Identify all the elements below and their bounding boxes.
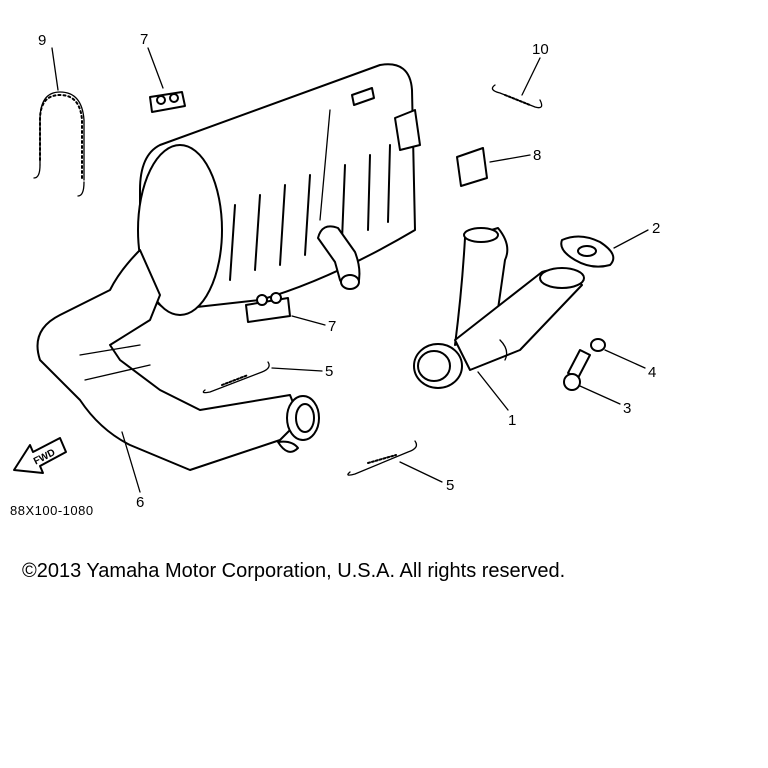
- leader-line: [291, 315, 326, 326]
- callout-5-bottom: 5: [446, 477, 454, 494]
- leader-line: [489, 154, 531, 163]
- muffler-fins: [229, 144, 391, 281]
- callout-3: 3: [623, 400, 631, 417]
- fwd-arrow-icon: FWD: [13, 437, 67, 474]
- leader-line: [613, 229, 649, 249]
- washer-part[interactable]: [590, 338, 606, 352]
- leader-line: [51, 47, 59, 91]
- leader-line: [477, 371, 509, 411]
- callout-9: 9: [38, 32, 46, 49]
- callout-10: 10: [532, 41, 549, 58]
- callout-8: 8: [533, 147, 541, 164]
- damper-part[interactable]: [456, 147, 488, 187]
- bracket-lower-part[interactable]: [245, 292, 291, 323]
- muffler-body[interactable]: [137, 63, 421, 316]
- spring-top-right-part[interactable]: [491, 84, 543, 109]
- spring-bottom-part[interactable]: [347, 440, 418, 476]
- exhaust-system-diagram: 9 7 10 8: [13, 31, 660, 511]
- leader-line: [271, 367, 323, 372]
- leader-line: [121, 431, 141, 493]
- reference-code: 88X100-1080: [10, 503, 94, 518]
- muffler-pipe-part[interactable]: [36, 249, 320, 471]
- callout-2: 2: [652, 220, 660, 237]
- spring-long-part[interactable]: [33, 91, 85, 197]
- callout-7-top: 7: [140, 31, 148, 48]
- callout-4: 4: [648, 364, 656, 381]
- callout-6: 6: [136, 494, 144, 511]
- leader-line: [604, 349, 646, 369]
- exhaust-pipe-part[interactable]: [413, 227, 585, 389]
- leader-line: [521, 57, 541, 96]
- spring-middle-part[interactable]: [202, 361, 270, 394]
- bolt-part[interactable]: [563, 349, 591, 391]
- leader-line: [147, 47, 164, 89]
- bracket-top-part[interactable]: [149, 91, 186, 113]
- callout-1: 1: [508, 412, 516, 429]
- gasket-part[interactable]: [560, 235, 615, 268]
- copyright-text: ©2013 Yamaha Motor Corporation, U.S.A. A…: [22, 560, 566, 582]
- callout-7-lower: 7: [328, 318, 336, 335]
- leader-line: [579, 385, 621, 405]
- callout-5-middle: 5: [325, 363, 333, 380]
- leader-line: [399, 461, 443, 483]
